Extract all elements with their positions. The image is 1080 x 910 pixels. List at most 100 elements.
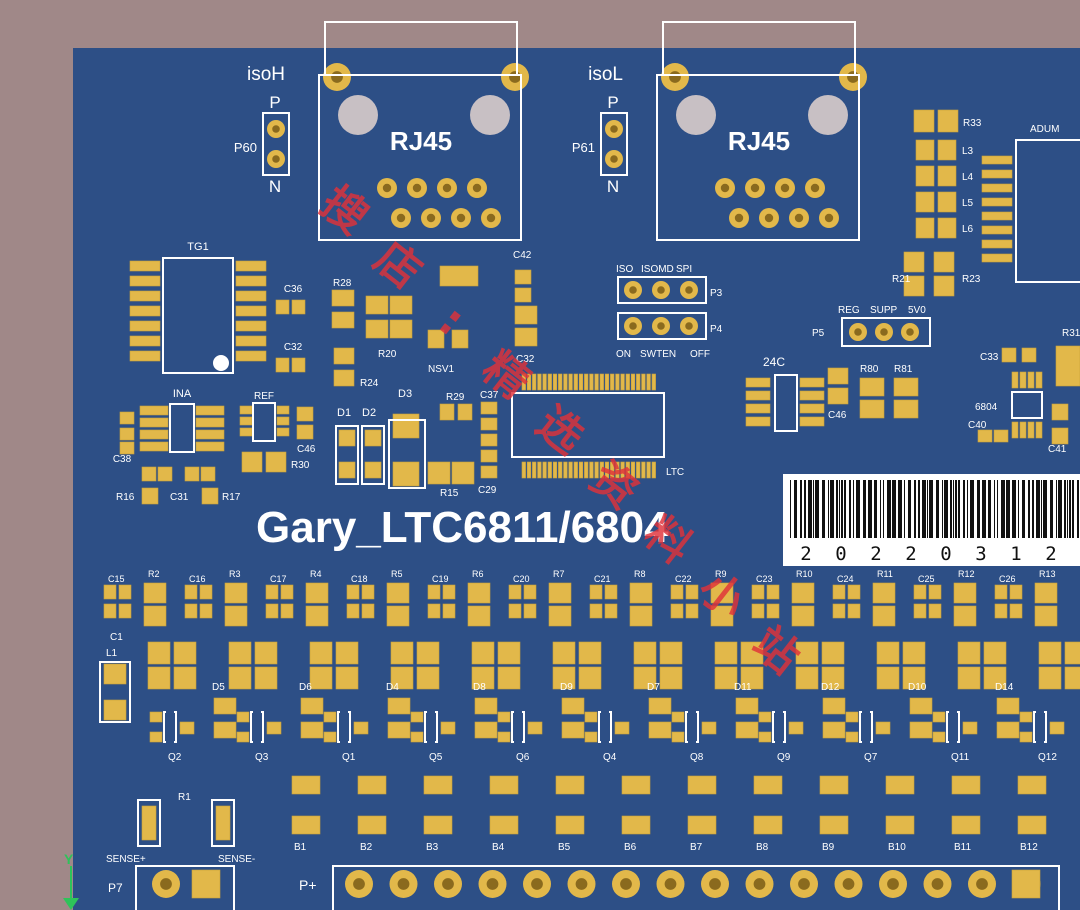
q-pad <box>179 721 195 735</box>
ltc-pin <box>599 373 604 391</box>
res-pad <box>578 641 602 665</box>
ref-pad <box>239 427 253 437</box>
cap-pad <box>994 603 1008 619</box>
l5-pad <box>915 191 935 213</box>
ltc-pin <box>578 373 584 391</box>
r29-pad <box>439 403 455 421</box>
rj45-pin-drill <box>764 213 774 223</box>
barcode-bar <box>830 480 834 538</box>
r29-pad <box>457 403 473 421</box>
q-outline <box>772 711 786 743</box>
l6-pad <box>915 217 935 239</box>
barcode-bar <box>1043 480 1047 538</box>
res-pad <box>147 641 171 665</box>
barcode-bar <box>963 480 965 538</box>
adum-outline <box>1015 139 1080 283</box>
cap-pad <box>427 603 441 619</box>
q-pad <box>758 711 772 723</box>
sense-pos-label: SENSE+ <box>106 854 146 865</box>
res-pad <box>548 605 572 627</box>
r30-pad <box>265 451 287 473</box>
axis-y-label: Y <box>64 851 74 867</box>
rj45-mount-hole <box>338 95 378 135</box>
p7-outline <box>135 865 235 910</box>
ltc-pin <box>568 373 573 391</box>
res-pad <box>228 641 252 665</box>
c38-pad <box>119 411 135 425</box>
ltc-pin <box>584 373 589 391</box>
r80-label: R80 <box>860 364 879 375</box>
res-pad <box>143 582 167 604</box>
nsv1-pad <box>427 329 445 349</box>
pad <box>157 466 173 482</box>
6804-pin <box>1011 421 1019 439</box>
q-outline <box>163 711 177 743</box>
isoL-pos-label: P <box>607 93 618 112</box>
res-pad <box>497 666 521 690</box>
cap-pad <box>766 603 780 619</box>
ltc-pin <box>563 373 568 391</box>
d2-pad <box>364 429 382 447</box>
barcode-bar <box>1067 480 1068 538</box>
6804-pin <box>1035 421 1043 439</box>
c37-pad <box>480 449 498 463</box>
q-pad <box>962 721 978 735</box>
cap-pad <box>589 603 603 619</box>
res-pad <box>386 582 410 604</box>
on-label: ON <box>616 349 631 360</box>
24c-pad <box>745 416 771 427</box>
pplus-pin-drill <box>397 878 410 890</box>
transistor-label: Q6 <box>516 752 530 763</box>
res-pad <box>390 666 414 690</box>
pplus-pin-drill <box>842 878 855 890</box>
barcode-bar <box>808 480 812 538</box>
isoH-pos-label: P <box>269 93 280 112</box>
6804-pin <box>1035 371 1043 389</box>
ltc-pin <box>578 461 584 479</box>
r17-label: R17 <box>222 492 241 503</box>
r1-left-outline <box>137 799 161 847</box>
barcode-bar <box>927 480 928 538</box>
q-pad <box>236 731 250 743</box>
barcode-bar <box>892 480 896 538</box>
off-label: OFF <box>690 349 710 360</box>
d1-pad <box>338 429 356 447</box>
pplus-pin-drill <box>486 878 499 890</box>
cap-pad <box>847 584 861 600</box>
tg1-pad <box>235 320 267 332</box>
p4-outline <box>617 312 707 340</box>
res-label: R12 <box>958 569 975 579</box>
balance-label: B10 <box>888 842 906 853</box>
barcode-bar <box>887 480 891 538</box>
res-pad <box>902 641 926 665</box>
res-pad <box>821 666 845 690</box>
ltc-pin <box>604 461 610 479</box>
barcode-bar <box>1064 480 1066 538</box>
barcode-bar <box>1041 480 1042 538</box>
res-pad <box>740 666 764 690</box>
diode-label: D12 <box>821 682 840 693</box>
ina-pad <box>195 417 225 428</box>
pad <box>141 466 157 482</box>
res-pad <box>876 666 900 690</box>
cap-label: C23 <box>756 574 773 584</box>
res-label: R13 <box>1039 569 1056 579</box>
q-pad <box>323 731 337 743</box>
rj45-pin-drill <box>734 213 744 223</box>
cap-pad <box>265 584 279 600</box>
r28-pad <box>331 311 355 329</box>
rj45-pin-drill <box>456 213 466 223</box>
res-pad <box>147 666 171 690</box>
d3-label: D3 <box>398 388 412 400</box>
c37-pad <box>480 417 498 431</box>
isoL-header-label: P61 <box>572 140 595 155</box>
watermark-char: 小 <box>689 562 755 629</box>
watermark-char: 搜 <box>311 177 377 244</box>
res-label: R9 <box>715 569 727 579</box>
q-pad <box>1049 721 1065 735</box>
r24-label: R24 <box>360 378 379 389</box>
barcode-bar <box>813 480 814 538</box>
r24-pad <box>333 369 355 387</box>
barcode-bar <box>997 480 998 538</box>
